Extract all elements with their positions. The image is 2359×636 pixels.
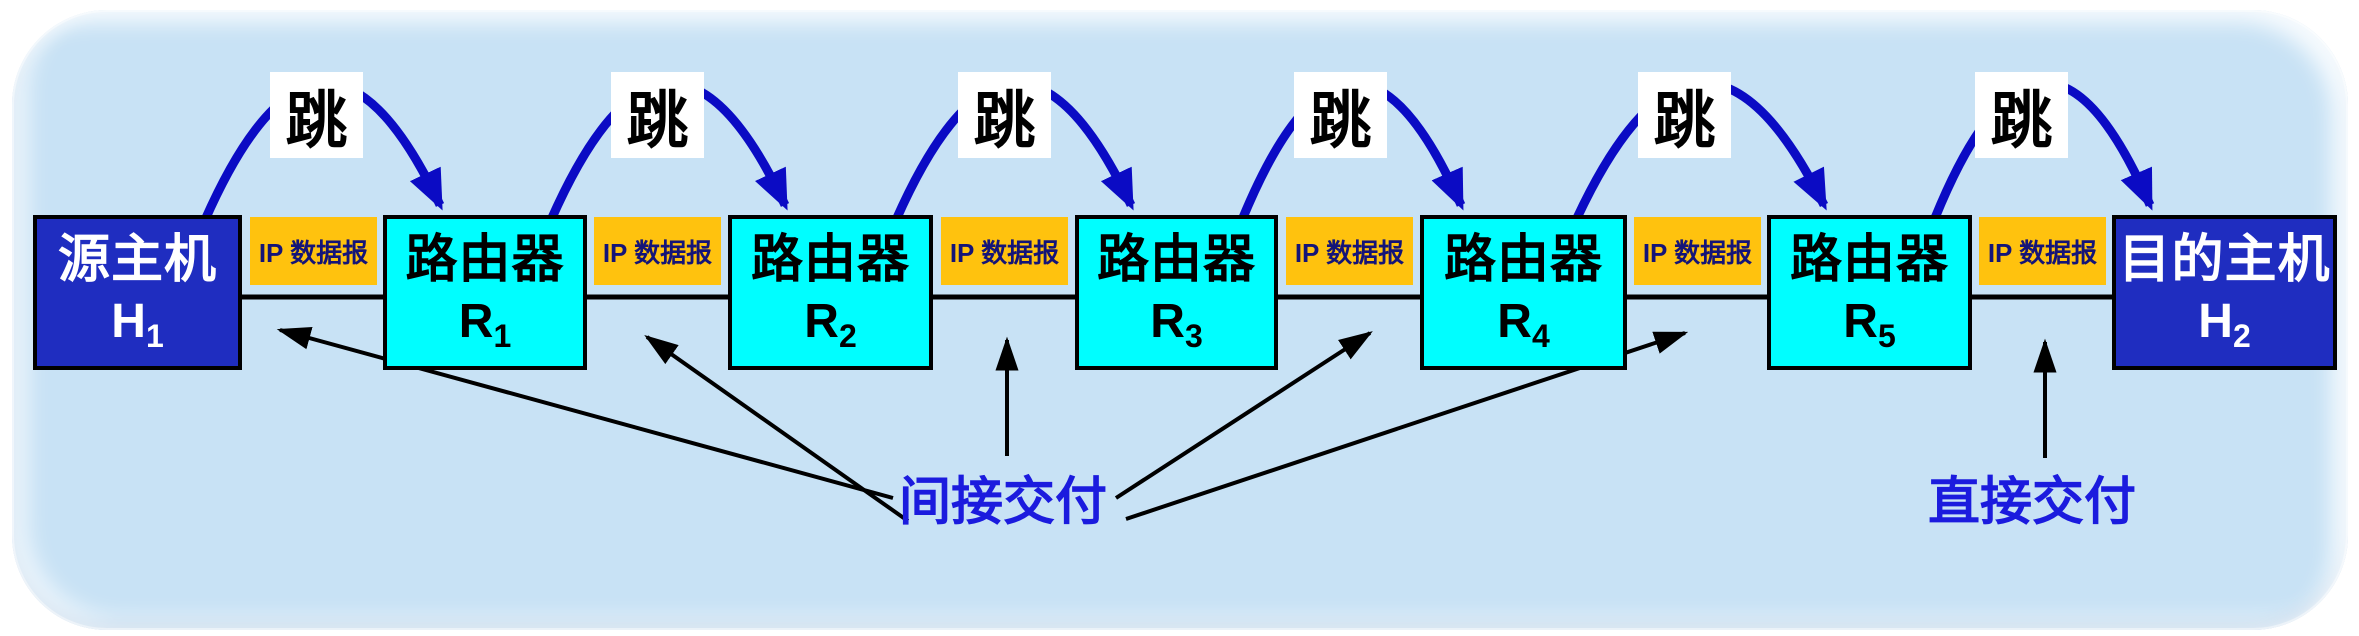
node-router-r4: 路由器 R4 [1420, 215, 1627, 370]
node-id: R3 [1150, 293, 1202, 356]
node-destination-host-h2: 目的主机 H2 [2112, 215, 2337, 370]
ip-datagram-label-3: IP 数据报 [941, 217, 1068, 285]
node-source-host-h1: 源主机 H1 [33, 215, 242, 370]
ip-datagram-text: IP 数据报 [1642, 237, 1753, 268]
hop-label-text: 跳 [626, 87, 689, 156]
ip-datagram-label-5: IP 数据报 [1634, 217, 1761, 285]
node-id-base: R [804, 294, 839, 348]
node-label: 路由器 [1789, 231, 1949, 290]
node-id-base: R [458, 294, 494, 348]
ip-datagram-label-6: IP 数据报 [1979, 217, 2106, 285]
ip-datagram-text: IP 数据报 [949, 237, 1060, 268]
node-label: 路由器 [750, 231, 910, 290]
hop-label-6: 跳 [1975, 72, 2068, 158]
indirect-delivery-arrow-1 [276, 326, 894, 500]
indirect-delivery-arrow-4 [1114, 331, 1373, 500]
hop-label-text: 跳 [1653, 87, 1716, 156]
node-id: H2 [2198, 293, 2250, 356]
ip-datagram-label-4: IP 数据报 [1286, 217, 1413, 285]
node-router-r1: 路由器 R1 [383, 215, 587, 370]
ip-datagram-label-2: IP 数据报 [594, 217, 721, 285]
node-id-subscript: 4 [1531, 317, 1550, 354]
node-id: R2 [804, 293, 856, 356]
ip-datagram-text: IP 数据报 [1294, 237, 1405, 268]
hop-label-text: 跳 [285, 87, 348, 156]
indirect-delivery-label: 间接交付 [898, 473, 1108, 532]
node-id: R5 [1843, 293, 1895, 356]
ip-datagram-label-1: IP 数据报 [250, 217, 377, 285]
node-label: 路由器 [405, 231, 565, 290]
node-id-base: H [111, 294, 146, 348]
node-id-base: R [1150, 294, 1185, 348]
node-label: 路由器 [1096, 231, 1256, 290]
node-id-subscript: 1 [145, 317, 164, 354]
node-id: H1 [111, 293, 163, 356]
ip-datagram-text: IP 数据报 [1987, 237, 2098, 268]
node-router-r2: 路由器 R2 [728, 215, 933, 370]
node-router-r3: 路由器 R3 [1075, 215, 1278, 370]
node-id-subscript: 5 [1877, 317, 1896, 354]
hop-label-4: 跳 [1294, 72, 1387, 158]
node-id-subscript: 1 [493, 317, 512, 354]
ip-datagram-text: IP 数据报 [602, 237, 713, 268]
node-id: R1 [459, 293, 511, 356]
node-label: 路由器 [1443, 231, 1603, 290]
ip-datagram-text: IP 数据报 [258, 237, 369, 268]
indirect-delivery-arrow-2 [644, 335, 910, 523]
node-id-subscript: 2 [838, 317, 857, 354]
hop-label-text: 跳 [1990, 87, 2053, 156]
direct-delivery-label: 直接交付 [1927, 473, 2137, 532]
node-id: R4 [1497, 293, 1549, 356]
node-id-subscript: 2 [2232, 317, 2251, 354]
hop-label-5: 跳 [1638, 72, 1731, 158]
hop-label-text: 跳 [1309, 87, 1372, 156]
node-id-base: H [2198, 294, 2233, 348]
node-label: 目的主机 [2118, 231, 2331, 290]
hop-label-2: 跳 [611, 72, 704, 158]
node-id-subscript: 3 [1184, 317, 1203, 354]
node-id-base: R [1497, 294, 1532, 348]
hop-label-3: 跳 [958, 72, 1051, 158]
node-id-base: R [1843, 294, 1878, 348]
hop-label-text: 跳 [973, 87, 1036, 156]
node-label: 源主机 [57, 231, 217, 290]
hop-label-1: 跳 [270, 72, 363, 158]
node-router-r5: 路由器 R5 [1767, 215, 1972, 370]
